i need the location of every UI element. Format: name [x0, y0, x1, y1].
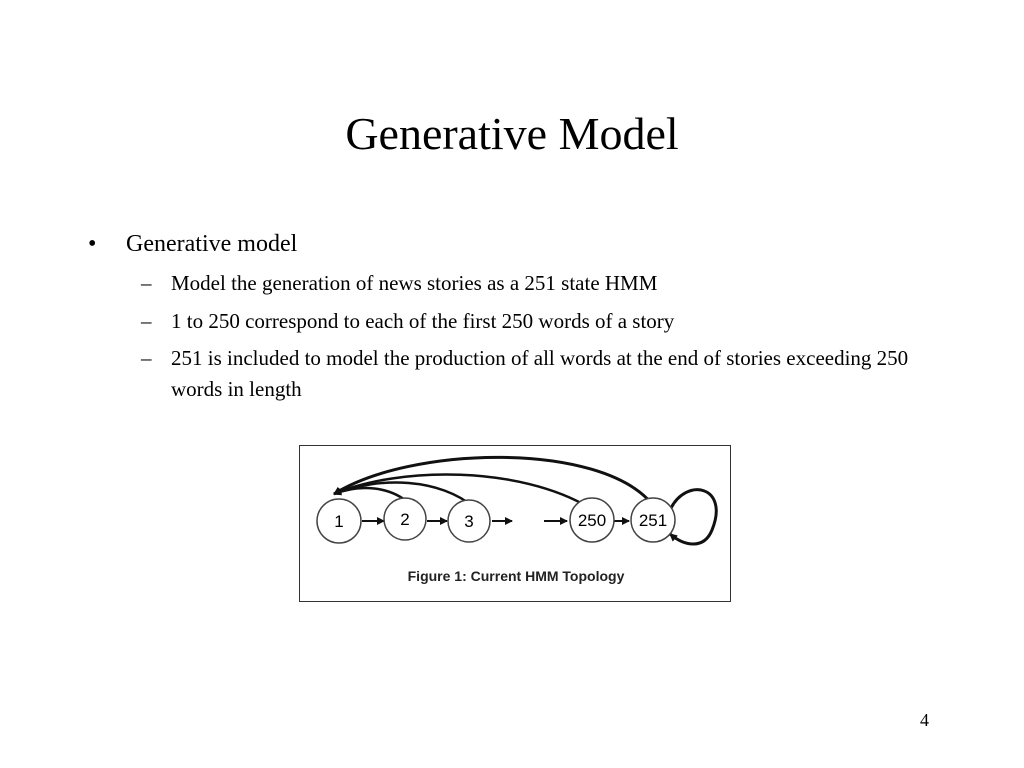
sub-bullet-text: 251 is included to model the production …: [171, 346, 909, 401]
state-label: 2: [400, 510, 409, 529]
sub-bullet-marker: –: [141, 309, 152, 333]
bullet-text: Generative model: [126, 231, 298, 257]
hmm-topology-figure: 1 2 3 250 251 Figure 1: Current HMM Topo…: [299, 445, 731, 602]
self-loop-arrow: [668, 488, 718, 546]
sub-bullet-text: 1 to 250 correspond to each of the first…: [171, 309, 675, 333]
sub-bullet-marker: –: [141, 271, 152, 295]
state-label: 251: [639, 511, 667, 530]
state-node-3: 3: [447, 499, 491, 543]
arc-251-to-1: [333, 455, 654, 505]
state-label: 1: [334, 512, 343, 531]
state-label: 3: [464, 512, 473, 531]
state-node-251: 251: [630, 497, 676, 543]
state-node-2: 2: [383, 497, 427, 541]
state-node-1: 1: [316, 498, 362, 544]
state-node-250: 250: [569, 497, 615, 543]
slide-title: Generative Model: [345, 108, 679, 159]
sub-bullet-marker: –: [141, 346, 152, 370]
page-number: 4: [920, 710, 929, 730]
bullet-marker: •: [88, 231, 97, 257]
hmm-diagram: 1 2 3 250 251: [316, 455, 718, 546]
state-label: 250: [578, 511, 606, 530]
figure-caption: Figure 1: Current HMM Topology: [407, 568, 625, 584]
sub-bullet-text: Model the generation of news stories as …: [171, 271, 658, 295]
